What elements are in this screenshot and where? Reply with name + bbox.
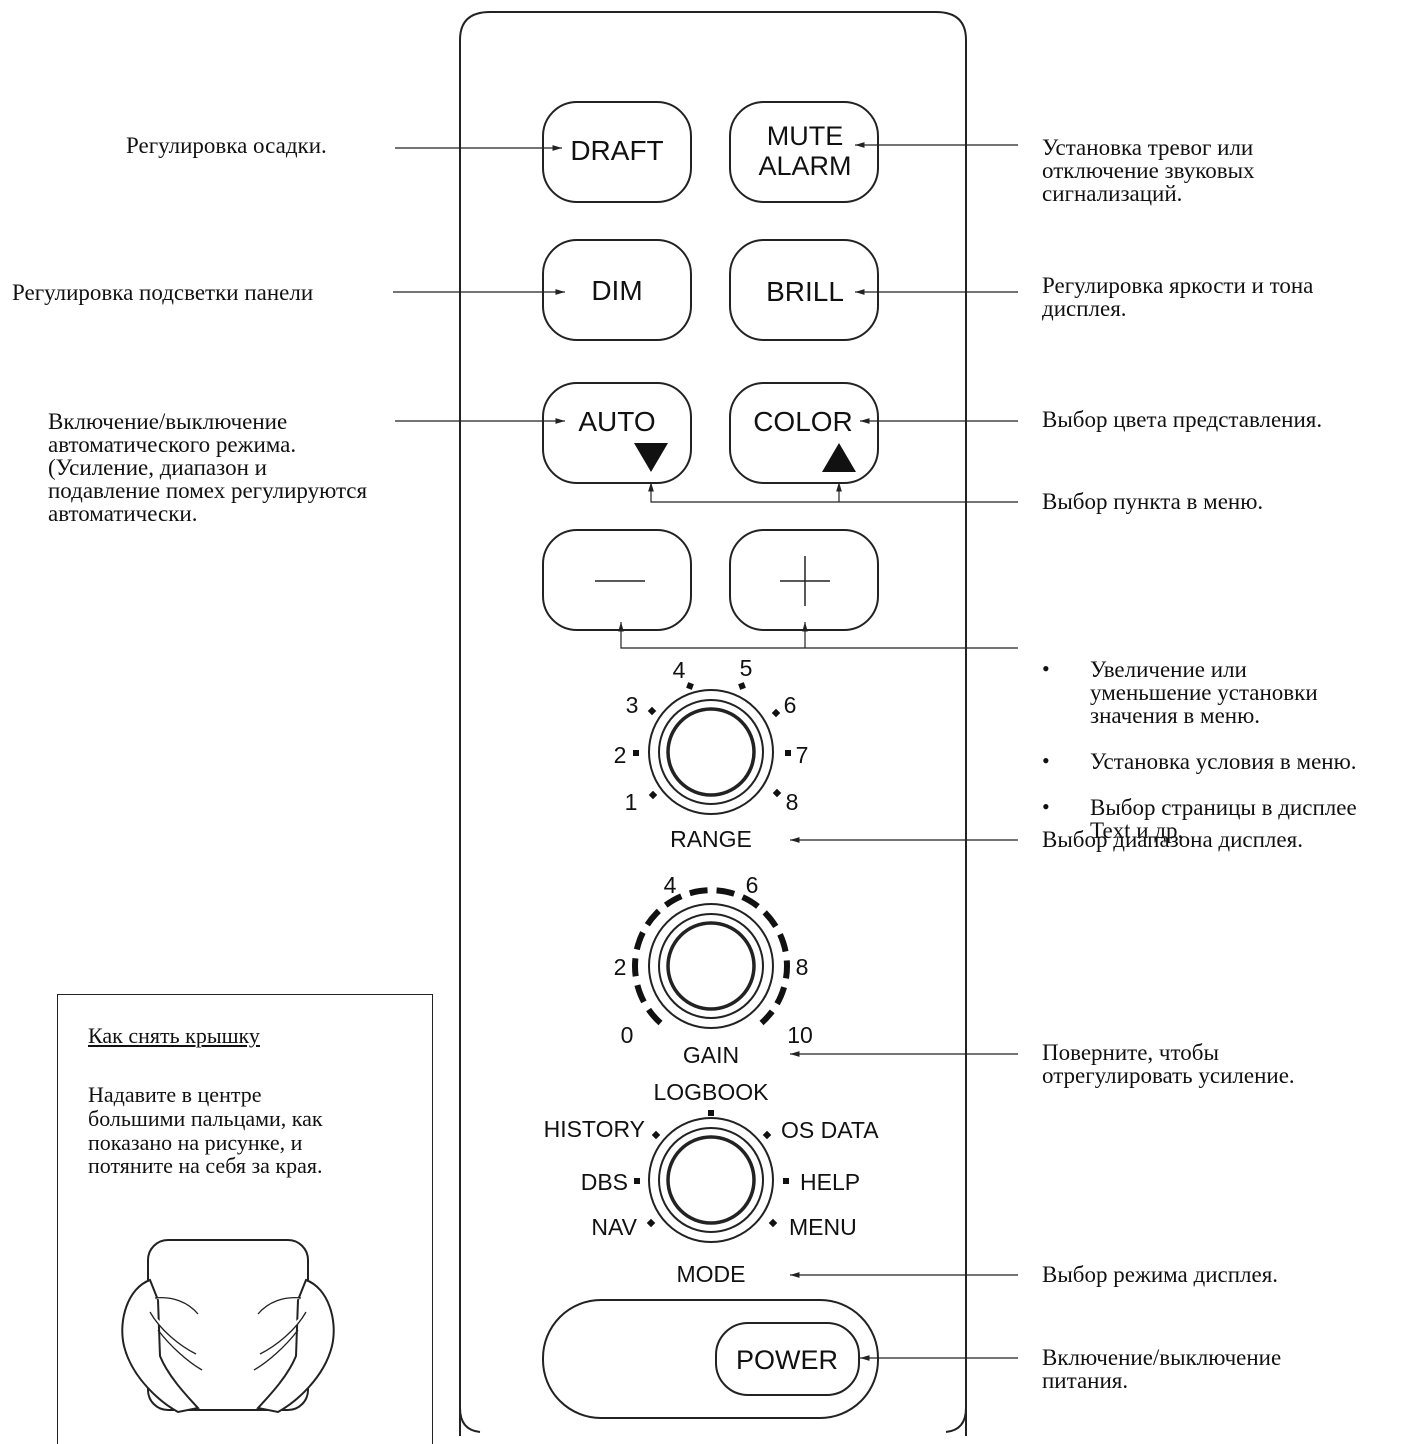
gain-scale-2: 2 xyxy=(614,954,627,980)
range-label: RANGE xyxy=(670,826,752,852)
range-pos-7: 7 xyxy=(796,742,809,768)
brill-button[interactable]: BRILL xyxy=(729,239,879,341)
dim-button[interactable]: DIM xyxy=(542,239,692,341)
down-triangle-icon xyxy=(634,443,668,472)
panel-outline xyxy=(459,11,967,1436)
mode-pos-help: HELP xyxy=(800,1169,860,1195)
range-pos-3: 3 xyxy=(626,692,639,718)
annotation-auto: Включение/выключение автоматического реж… xyxy=(48,409,368,526)
cover-removal-box: Как снять крышку Надавите в центре больш… xyxy=(57,994,433,1444)
mode-pos-history: HISTORY xyxy=(544,1116,645,1142)
range-knob[interactable] xyxy=(648,689,774,815)
mode-dial-marks xyxy=(634,1110,789,1228)
cover-removal-text: Надавите в центре большими пальцами, как… xyxy=(88,1082,323,1179)
power-button[interactable]: POWER xyxy=(715,1322,860,1396)
range-pos-2: 2 xyxy=(614,742,627,768)
annotation-draft: Регулировка осадки. xyxy=(126,133,327,158)
gain-scale-6: 6 xyxy=(746,872,759,898)
mode-pos-menu: MENU xyxy=(789,1214,857,1240)
gain-scale-8: 8 xyxy=(796,954,809,980)
mute-alarm-button[interactable]: MUTE ALARM xyxy=(729,101,879,203)
mode-pos-logbook: LOGBOOK xyxy=(653,1079,769,1105)
alarm-label: ALARM xyxy=(758,151,851,181)
range-dial-marks xyxy=(633,682,791,800)
mute-label: MUTE xyxy=(767,121,844,151)
annotation-brill: Регулировка яркости и тона дисплея. xyxy=(1042,273,1314,321)
auto-button[interactable]: AUTO xyxy=(542,382,692,484)
color-button[interactable]: COLOR xyxy=(729,382,879,484)
gain-scale-4: 4 xyxy=(664,872,677,898)
range-pos-5: 5 xyxy=(740,655,753,681)
annotation-menu-select: Выбор пункта в меню. xyxy=(1042,489,1264,514)
annotation-plus-minus-list: Увеличение или уменьшение установки знач… xyxy=(1042,635,1357,865)
draft-label: DRAFT xyxy=(570,135,663,166)
range-pos-4: 4 xyxy=(673,657,686,683)
draft-button[interactable]: DRAFT xyxy=(542,101,692,203)
plus-minus-bullet-2: Установка условия в меню. xyxy=(1042,750,1357,773)
annotation-mute-alarm: Установка тревог или отключение звуковых… xyxy=(1042,135,1255,206)
power-label: POWER xyxy=(736,1345,838,1375)
gain-scale-0: 0 xyxy=(621,1022,634,1048)
annotation-dim: Регулировка подсветки панели xyxy=(12,280,314,305)
up-triangle-icon xyxy=(822,443,856,472)
gain-scale-10: 10 xyxy=(787,1022,813,1048)
minus-button[interactable] xyxy=(542,529,692,631)
annotation-power: Включение/выключение питания. xyxy=(1042,1345,1282,1393)
annotation-gain: Поверните, чтобы отрегулировать усиление… xyxy=(1042,1040,1295,1088)
mode-pos-nav: NAV xyxy=(591,1214,637,1240)
plus-button[interactable] xyxy=(729,529,879,631)
cover-removal-title: Как снять крышку xyxy=(88,1023,260,1048)
mode-label: MODE xyxy=(677,1261,746,1287)
plus-icon xyxy=(780,556,830,606)
hands-cover-illustration xyxy=(121,1239,335,1414)
dim-label: DIM xyxy=(591,275,642,306)
range-pos-8: 8 xyxy=(786,789,799,815)
plus-minus-bullet-1: Увеличение или уменьшение установки знач… xyxy=(1042,658,1357,727)
plus-minus-bullet-3: Выбор страницы в дисплее Text и др. xyxy=(1042,796,1357,842)
color-label: COLOR xyxy=(753,406,853,437)
range-pos-1: 1 xyxy=(625,789,638,815)
gain-label: GAIN xyxy=(683,1042,739,1068)
gain-knob[interactable] xyxy=(648,903,774,1029)
mode-pos-dbs: DBS xyxy=(581,1169,628,1195)
annotation-range: Выбор диапазона дисплея. xyxy=(1042,827,1303,852)
mode-knob[interactable] xyxy=(648,1117,774,1243)
auto-label: AUTO xyxy=(578,406,655,437)
leader-lines xyxy=(393,142,1018,1361)
panel-bottom-curve xyxy=(459,1407,967,1433)
annotation-color: Выбор цвета представления. xyxy=(1042,407,1323,432)
brill-label: BRILL xyxy=(766,276,844,307)
mode-pos-os-data: OS DATA xyxy=(781,1117,879,1143)
range-pos-6: 6 xyxy=(784,692,797,718)
gain-dial-scale xyxy=(632,887,790,1026)
annotation-mode: Выбор режима дисплея. xyxy=(1042,1262,1279,1287)
